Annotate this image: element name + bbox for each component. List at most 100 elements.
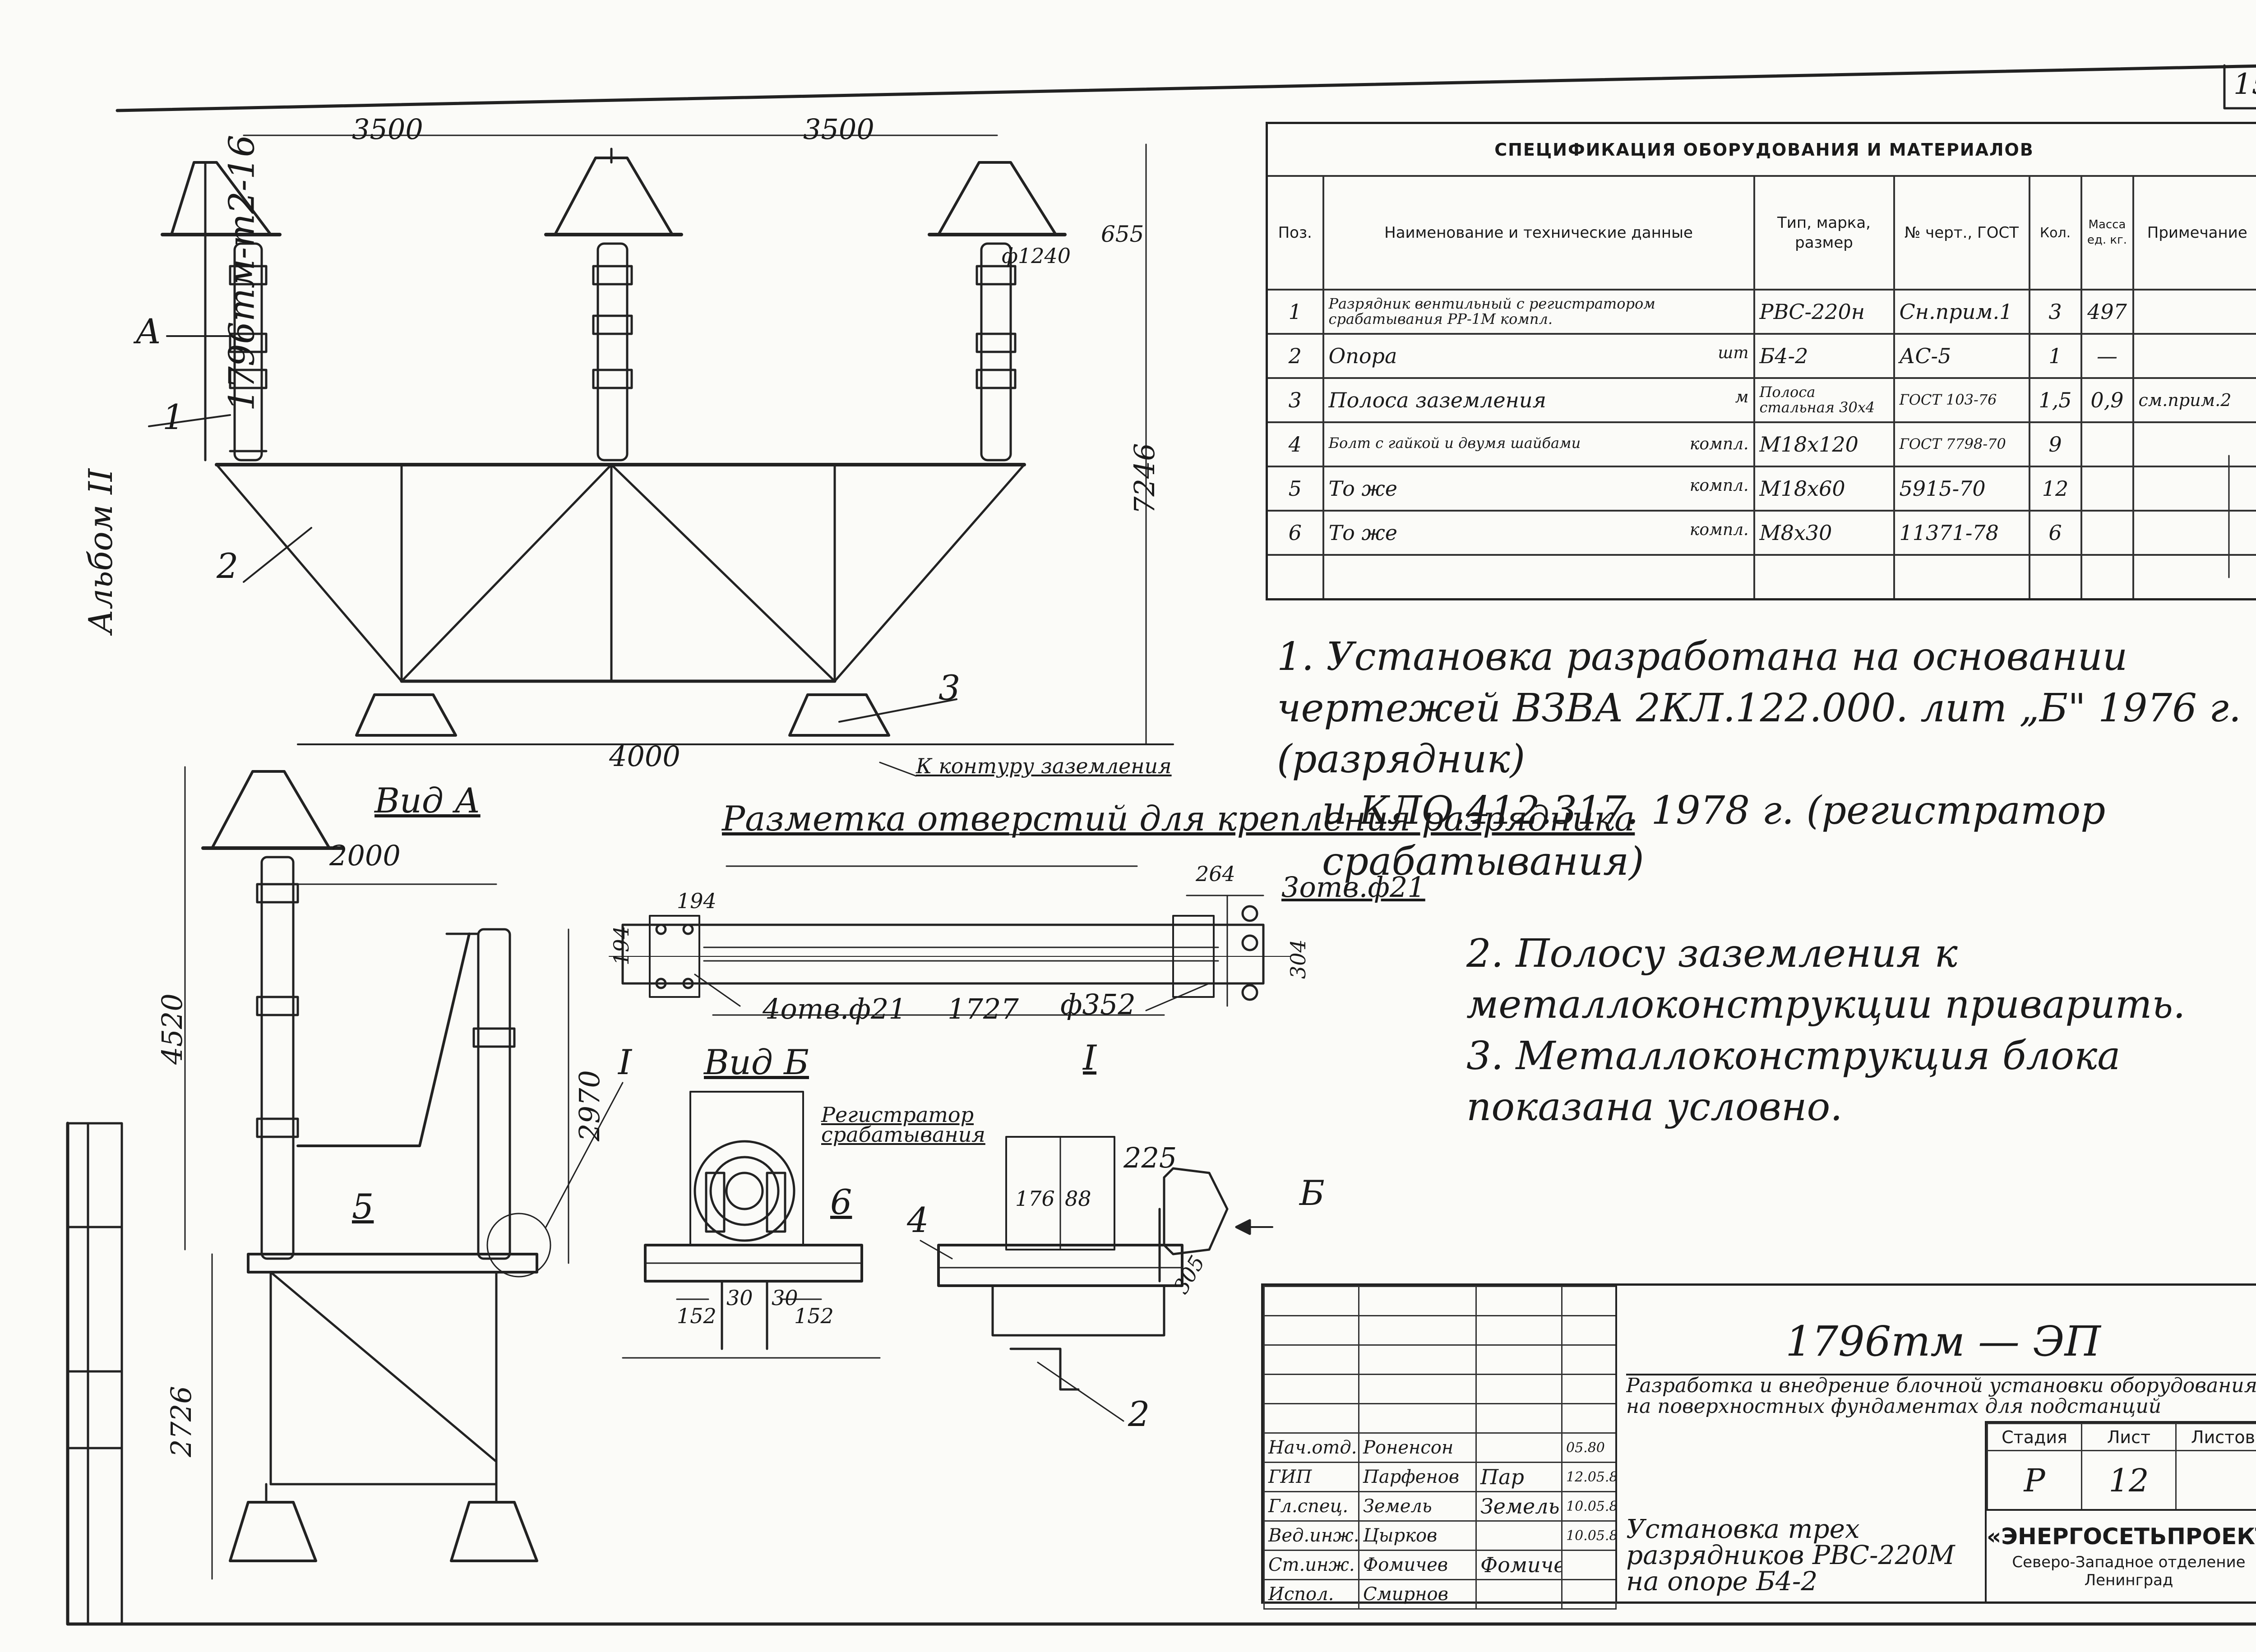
arrow-view-b-label: Б — [1299, 1173, 1325, 1213]
dim-264: 264 — [1196, 862, 1235, 886]
organization-box: «ЭНЕРГОСЕТЬПРОЕКТ» Северо-Западное отдел… — [1985, 1509, 2256, 1603]
pos-3-label: 3 — [938, 668, 961, 708]
detail-i-marker: I — [618, 1042, 632, 1082]
stage-label: Стадия — [1987, 1423, 2082, 1451]
spec-header-row: Поз. Наименование и технические данные Т… — [1266, 175, 2256, 291]
dim-top: 655 — [1101, 221, 1144, 247]
staff-row: Испол. Смирнов — [1263, 1579, 1617, 1610]
staff-row: Нач.отд. Роненсон 05.80 — [1263, 1432, 1617, 1463]
staff-row: Гл.спец. Земель Земель 10.05.80 — [1263, 1491, 1617, 1522]
page-number-box — [2223, 64, 2256, 110]
document-code: 1796тм — ЭП — [1785, 1317, 2101, 1366]
view-b — [622, 1091, 881, 1359]
dim-225: 225 — [1123, 1141, 1177, 1174]
table-row-empty — [1266, 554, 2256, 600]
organization-name: «ЭНЕРГОСЕТЬПРОЕКТ» — [1987, 1523, 2256, 1550]
dim-152-right: 152 — [794, 1304, 834, 1328]
sheet-label: Лист — [2081, 1423, 2177, 1451]
dim-arrester-height: 2970 — [573, 1070, 606, 1141]
dim-1727: 1727 — [948, 992, 1019, 1025]
header-gost: № черт., ГОСТ — [1893, 175, 2030, 291]
dim-offset: 2000 — [329, 839, 401, 872]
note-1-cont: и КЛО.412.317. 1978 г. (регистратор сраб… — [1322, 788, 2106, 885]
sheet-value: 12 — [2081, 1450, 2177, 1511]
detail-i — [920, 1136, 1273, 1422]
sheets-label: Листов — [2175, 1423, 2256, 1451]
title-block-staff: Нач.отд. Роненсон 05.80 ГИП Парфенов Пар… — [1263, 1286, 1617, 1610]
view-a — [184, 766, 624, 1580]
title-block: Нач.отд. Роненсон 05.80 ГИП Парфенов Пар… — [1261, 1283, 2256, 1610]
dim-88: 88 — [1065, 1186, 1091, 1211]
dim-352: ф352 — [1060, 988, 1136, 1021]
pos-5-label: 5 — [352, 1186, 374, 1227]
sheets-value — [2175, 1450, 2256, 1511]
dim-span-1: 3500 — [352, 113, 423, 146]
header-pos: Поз. — [1266, 175, 1324, 291]
organization-city: Ленинград — [2084, 1571, 2173, 1589]
arrester-left — [161, 161, 282, 461]
side-document-code: 1796тм-т2-16 — [222, 134, 263, 411]
pos-4-label: 4 — [907, 1200, 929, 1240]
pos-6-label: 6 — [830, 1182, 852, 1222]
marking-title: Разметка отверстий для крепления разрядн… — [722, 798, 1635, 839]
staff-row: Вед.инж. Цырков 10.05.80 — [1263, 1520, 1617, 1551]
dim-base: 4000 — [609, 740, 680, 773]
staff-row: Ст.инж. Фомичев Фомичев — [1263, 1550, 1617, 1580]
dim-194-side: 194 — [609, 926, 633, 965]
arrester-middle — [544, 148, 683, 461]
side-album-label: Альбом II — [82, 468, 120, 634]
spec-title: СПЕЦИФИКАЦИЯ ОБОРУДОВАНИЯ И МАТЕРИАЛОВ — [1266, 122, 2256, 177]
header-mass: Масса ед. кг. — [2080, 175, 2134, 291]
pos-2-label: 2 — [217, 546, 239, 586]
arrester-right — [928, 161, 1067, 461]
contour-label: К контуру заземления — [916, 754, 1172, 778]
pos-2-detail-label: 2 — [1128, 1394, 1150, 1434]
header-note: Примечание — [2132, 175, 2256, 291]
dim-194-top: 194 — [677, 889, 717, 913]
dim-radius: ф1240 — [1002, 244, 1071, 268]
page-number: 15 — [2233, 68, 2256, 101]
dim-height-view-a: 4520 — [156, 993, 189, 1065]
holes-3-label: 3отв.ф21 — [1281, 871, 1425, 904]
title-block-main: 1796тм — ЭП Разработка и внедрение блочн… — [1615, 1286, 2256, 1603]
front-view — [148, 134, 1174, 777]
dim-span-2: 3500 — [803, 113, 874, 146]
sheet-title: Установка трех разрядников РВС-220М на о… — [1626, 1514, 1955, 1597]
left-stamp-strip — [66, 1122, 123, 1625]
header-name: Наименование и технические данные — [1322, 175, 1755, 291]
organization-branch: Северо-Западное отделение — [2012, 1553, 2246, 1571]
project-title: Разработка и внедрение блочной установки… — [1626, 1374, 2256, 1448]
note-1: 1. Установка разработана на основании че… — [1277, 634, 2242, 782]
registrar-label: Регистратор срабатывания — [821, 1103, 985, 1147]
dim-152-left: 152 — [677, 1304, 717, 1328]
view-a-title: Вид А — [374, 780, 481, 821]
dim-support-height: 2726 — [165, 1386, 198, 1457]
arrow-view-a-label: А — [135, 311, 162, 351]
header-type: Тип, марка, размер — [1753, 175, 1895, 291]
note-3: 3. Металлоконструкция блока показана усл… — [1466, 1033, 2121, 1130]
notes-block: 1. Установка разработана на основании че… — [1277, 632, 2256, 1133]
specification-table: СПЕЦИФИКАЦИЯ ОБОРУДОВАНИЯ И МАТЕРИАЛОВ П… — [1266, 122, 2256, 600]
staff-row: ГИП Парфенов Пар 12.05.80 — [1263, 1462, 1617, 1492]
detail-i-title: I — [1083, 1038, 1097, 1078]
dim-176: 176 — [1015, 1186, 1055, 1211]
view-b-title: Вид Б — [704, 1042, 809, 1082]
stage-sheet-box: Стадия Лист Листов Р 12 — [1985, 1421, 2256, 1511]
dim-30-left: 30 — [726, 1286, 753, 1310]
dim-height: 7246 — [1128, 443, 1161, 514]
holes-4-label: 4отв.ф21 — [763, 992, 906, 1025]
note-2: 2. Полосу заземления к металлоконструкци… — [1466, 931, 2186, 1028]
header-qty: Кол. — [2028, 175, 2082, 291]
marking-plan — [609, 834, 1291, 1016]
pos-1-label: 1 — [162, 397, 185, 437]
dim-30-right: 30 — [772, 1286, 798, 1310]
stage-value: Р — [1987, 1450, 2082, 1511]
table-row: 1 Разрядник вентильный с регистратором с… — [1266, 289, 2256, 335]
